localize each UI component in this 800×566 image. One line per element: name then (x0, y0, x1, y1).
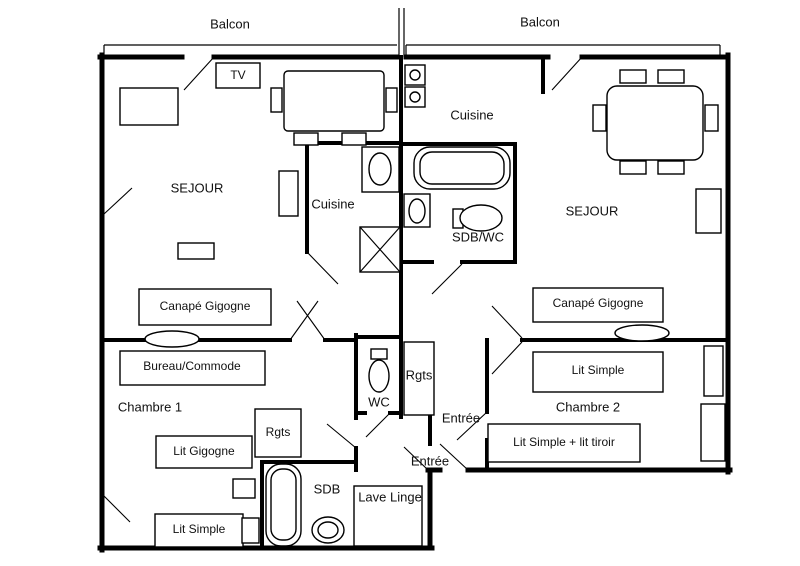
rgts-hall-closet (403, 341, 435, 416)
balcony-railings (103, 8, 721, 57)
lit-simple-chambre1-label: Lit Simple (173, 522, 226, 536)
canape-gigogne-left-label: Canapé Gigogne (160, 299, 251, 313)
bureau-commode-label: Bureau/Commode (143, 359, 241, 373)
cuisine-right-label: Cuisine (450, 107, 493, 122)
hob-sink-right (404, 64, 426, 108)
shelf-chambre1 (232, 478, 256, 499)
lit-simple-chambre2-label: Lit Simple (572, 363, 625, 377)
outer-walls (97, 52, 733, 553)
entree-right-label: Entrée (442, 410, 480, 425)
toilet-wc (368, 348, 390, 393)
sejour-left-label: SEJOUR (171, 180, 224, 195)
balcon-left-label: Balcon (210, 16, 250, 31)
washbasin-right (403, 193, 431, 228)
kitchen-sink-left (361, 146, 400, 193)
door-swings (103, 56, 583, 523)
bureau-commode: Bureau/Commode (119, 350, 266, 386)
sdb-label: SDB (314, 481, 341, 496)
lit-gigogne-label: Lit Gigogne (173, 444, 235, 458)
rgts-chambre1-closet: Rgts (254, 408, 302, 458)
entree-left-label: Entrée (411, 453, 449, 468)
lave-linge-label: Lave Linge (358, 489, 422, 504)
lit-gigogne: Lit Gigogne (155, 435, 253, 469)
radiator-right (695, 188, 722, 234)
balcon-right-label: Balcon (520, 14, 560, 29)
sideboard (119, 87, 179, 126)
lit-simple-chambre1: Lit Simple (154, 513, 260, 548)
chambre-2-label: Chambre 2 (556, 399, 620, 414)
wc-label: WC (368, 394, 390, 409)
lave-linge-unit (353, 485, 423, 547)
bathtub-right (413, 146, 511, 190)
tv-unit: TV (215, 62, 261, 89)
washbasin-sdb (311, 516, 345, 544)
sdb-wc-label: SDB/WC (452, 229, 504, 244)
dining-table-right (592, 69, 719, 175)
rgts-chambre1-label: Rgts (266, 425, 291, 439)
bathtub-sdb (265, 463, 302, 547)
tv-label: TV (230, 68, 245, 82)
lit-simple-lit-tiroir-label: Lit Simple + lit tiroir (513, 435, 615, 449)
cuisine-left-label: Cuisine (311, 196, 354, 211)
stove-left (359, 226, 401, 273)
lit-simple-lit-tiroir: Lit Simple + lit tiroir (487, 403, 726, 463)
lit-simple-chambre2: Lit Simple (532, 345, 724, 397)
coffee-table (177, 242, 215, 260)
canape-gigogne-right-label: Canapé Gigogne (553, 296, 644, 310)
chambre-1-label: Chambre 1 (118, 399, 182, 414)
canape-gigogne-right: Canapé Gigogne (532, 287, 670, 342)
rgts-hall-label: Rgts (406, 367, 433, 382)
radiator-left (278, 170, 299, 217)
toilet-right (452, 204, 503, 232)
dining-table-left (270, 70, 398, 146)
canape-gigogne-left: Canapé Gigogne (138, 288, 272, 348)
sejour-right-label: SEJOUR (566, 203, 619, 218)
